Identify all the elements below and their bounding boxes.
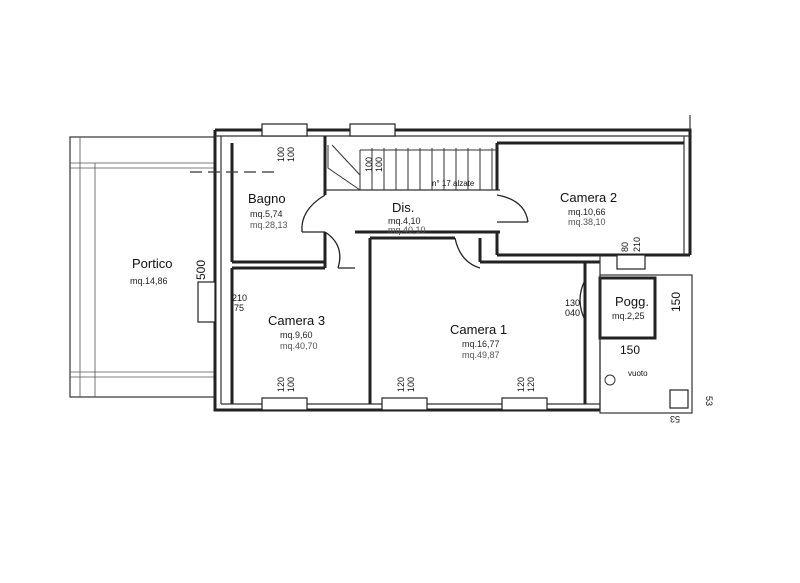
camera3-area: mq.9,60	[280, 330, 313, 340]
camera3-name: Camera 3	[268, 313, 325, 328]
dim-camera3-window-1: 120	[276, 377, 286, 392]
dim-bagno-window-2: 100	[286, 147, 296, 162]
camera1-name: Camera 1	[450, 322, 507, 337]
camera2-area: mq.10,66	[568, 207, 606, 217]
pogg-name: Pogg.	[615, 294, 649, 309]
windows	[197, 123, 689, 411]
dis-volume: mq.40,10	[388, 225, 426, 235]
camera3-volume: mq.40,70	[280, 341, 318, 351]
dim-pogg-door-2: 040	[565, 308, 580, 318]
dim-corner-a: 53	[704, 396, 714, 406]
camera1-volume: mq.49,87	[462, 350, 500, 360]
dim-pogg-door-1: 130	[565, 298, 580, 308]
dim-camera1-window-right-2: 120	[526, 377, 536, 392]
interior-walls	[230, 136, 693, 414]
dim-dis-window-2: 100	[374, 157, 384, 172]
dim-camera2-window-2: 210	[632, 237, 642, 252]
drain-icon	[604, 374, 616, 386]
dim-camera3-door-2: 75	[234, 303, 244, 313]
dis-area: mq.4,10	[388, 216, 421, 226]
dim-camera3-window-2: 100	[286, 377, 296, 392]
dim-dis-window-1: 100	[364, 157, 374, 172]
camera2-volume: mq.38,10	[568, 217, 606, 227]
dim-pogg-side: 150	[669, 292, 683, 312]
pogg-area: mq.2,25	[612, 311, 645, 321]
dim-pogg-bottom: 150	[620, 343, 640, 357]
dim-camera1-window-left-2: 100	[406, 377, 416, 392]
dim-portico-depth: 500	[194, 260, 208, 280]
portico-name: Portico	[132, 256, 172, 271]
dim-camera1-window-left-1: 120	[396, 377, 406, 392]
stair-label: n° 17 alzate	[432, 179, 475, 188]
bagno-volume: mq.28,13	[250, 220, 288, 230]
dim-camera3-door-1: 210	[232, 293, 247, 303]
void-label: vuoto	[628, 369, 648, 378]
portico-area: mq.14,86	[130, 276, 168, 286]
dis-name: Dis.	[392, 200, 414, 215]
staircase	[327, 144, 497, 191]
dim-corner-b: 53	[670, 414, 680, 424]
camera1-area: mq.16,77	[462, 339, 500, 349]
doors	[301, 194, 586, 321]
dim-camera1-window-right-1: 120	[516, 377, 526, 392]
bagno-area: mq.5,74	[250, 209, 283, 219]
camera2-name: Camera 2	[560, 190, 617, 205]
dim-camera2-window-1: 80	[620, 242, 630, 252]
dim-bagno-window-1: 100	[276, 147, 286, 162]
bagno-name: Bagno	[248, 191, 286, 206]
